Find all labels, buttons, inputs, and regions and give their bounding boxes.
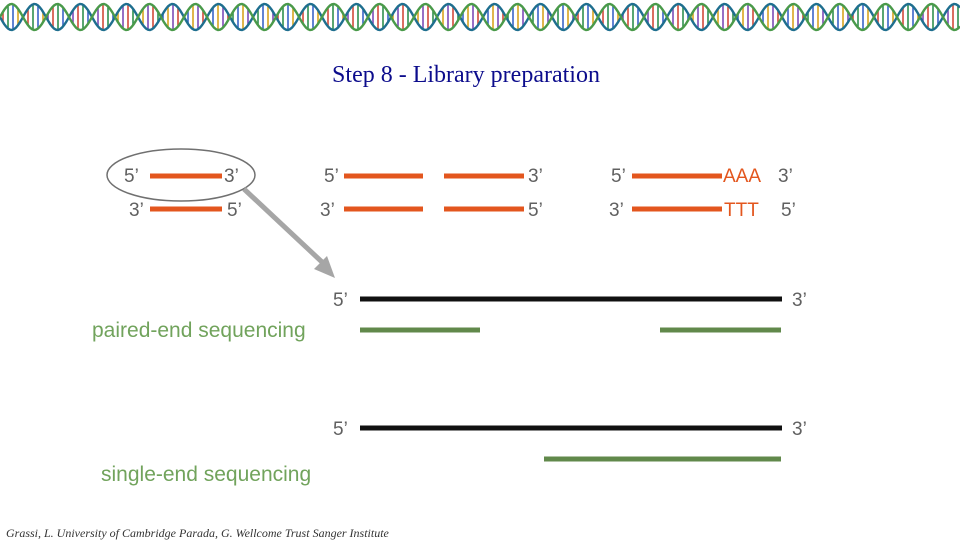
helix-backbone [0,2,960,32]
paired-template-3-label: 3’ [792,290,807,311]
left-top-3-label: 3’ [224,166,239,187]
left-bottom-5-label: 5’ [227,200,242,221]
arrow-head [314,256,335,278]
slide-title: Step 8 - Library preparation [332,62,600,88]
middle-bottom-3-label: 3’ [320,200,335,221]
right-top-3-label: 3’ [778,166,793,187]
right-bottom-polyt-label: TTT [724,200,759,221]
single-template-3-label: 3’ [792,419,807,440]
left-top-5-label: 5’ [124,166,139,187]
right-bottom-5-label: 5’ [781,200,796,221]
helix-backbone [0,2,960,32]
single-template-5-label: 5’ [333,419,348,440]
paired-template-5-label: 5’ [333,290,348,311]
paired-end-label: paired-end sequencing [92,319,306,342]
middle-top-5-label: 5’ [324,166,339,187]
middle-top-3-label: 3’ [528,166,543,187]
right-bottom-3-label: 3’ [609,200,624,221]
single-end-label: single-end sequencing [101,463,311,486]
dna-helix-banner [0,2,960,32]
right-top-polya-label: AAA [723,166,761,187]
left-bottom-3-label: 3’ [129,200,144,221]
image-credit: Grassi, L. University of Cambridge Parad… [6,526,389,540]
right-top-5-label: 5’ [611,166,626,187]
highlight-ellipse [106,148,256,202]
arrow-shaft [242,187,324,264]
middle-bottom-5-label: 5’ [528,200,543,221]
